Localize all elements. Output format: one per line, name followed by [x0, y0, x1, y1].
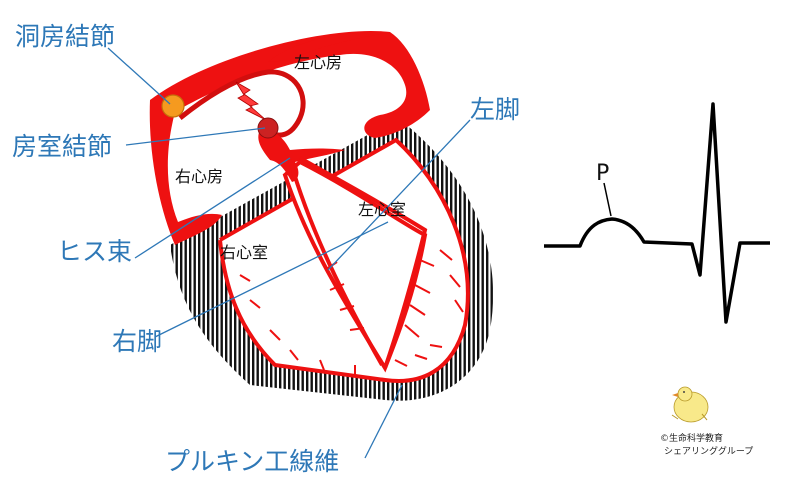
p-wave-pointer — [603, 182, 612, 217]
credit-line-1: ©生命科学教育 — [660, 432, 723, 444]
credit-line-2: シェアリンググループ — [664, 445, 753, 457]
label-left-atrium: 左心房 — [294, 53, 342, 72]
leader-lines — [107, 47, 471, 459]
label-p-wave: P — [596, 161, 609, 186]
septum — [282, 159, 428, 373]
sa-node-dot — [161, 94, 185, 118]
label-left-bundle: 左脚 — [470, 95, 520, 124]
label-right-ventricle: 右心室 — [220, 243, 268, 262]
ventricle-inner-network — [218, 137, 470, 383]
credit-logo — [671, 386, 709, 423]
label-his-bundle: ヒス束 — [57, 237, 132, 266]
atrial-septum — [178, 69, 306, 138]
his-bundle-trunk — [258, 129, 345, 182]
left-bundle-line — [299, 156, 428, 369]
label-purkinje: プルキン工線維 — [165, 447, 339, 476]
right-bundle-line — [288, 159, 384, 366]
label-right-atrium: 右心房 — [175, 167, 223, 186]
atria-wall — [149, 30, 431, 245]
label-sa-node: 洞房結節 — [15, 22, 115, 51]
av-node-dot — [257, 117, 279, 139]
label-left-ventricle: 左心室 — [358, 200, 406, 219]
spark-icon — [235, 81, 267, 121]
label-av-node: 房室結節 — [12, 132, 112, 161]
label-right-bundle: 右脚 — [112, 327, 162, 356]
left-atrium-border — [268, 31, 390, 62]
ecg-trace — [544, 102, 770, 324]
